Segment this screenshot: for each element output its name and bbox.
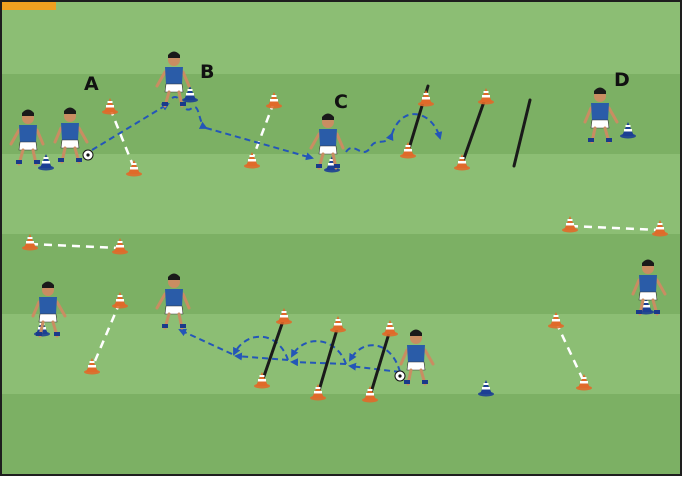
station-label-b: B [200, 61, 214, 83]
station-label-d: D [614, 69, 630, 91]
station-label-a: A [84, 73, 99, 95]
ball [83, 150, 93, 160]
station-label-c: C [334, 91, 348, 113]
corner-tab [2, 2, 56, 10]
ball [395, 371, 405, 381]
